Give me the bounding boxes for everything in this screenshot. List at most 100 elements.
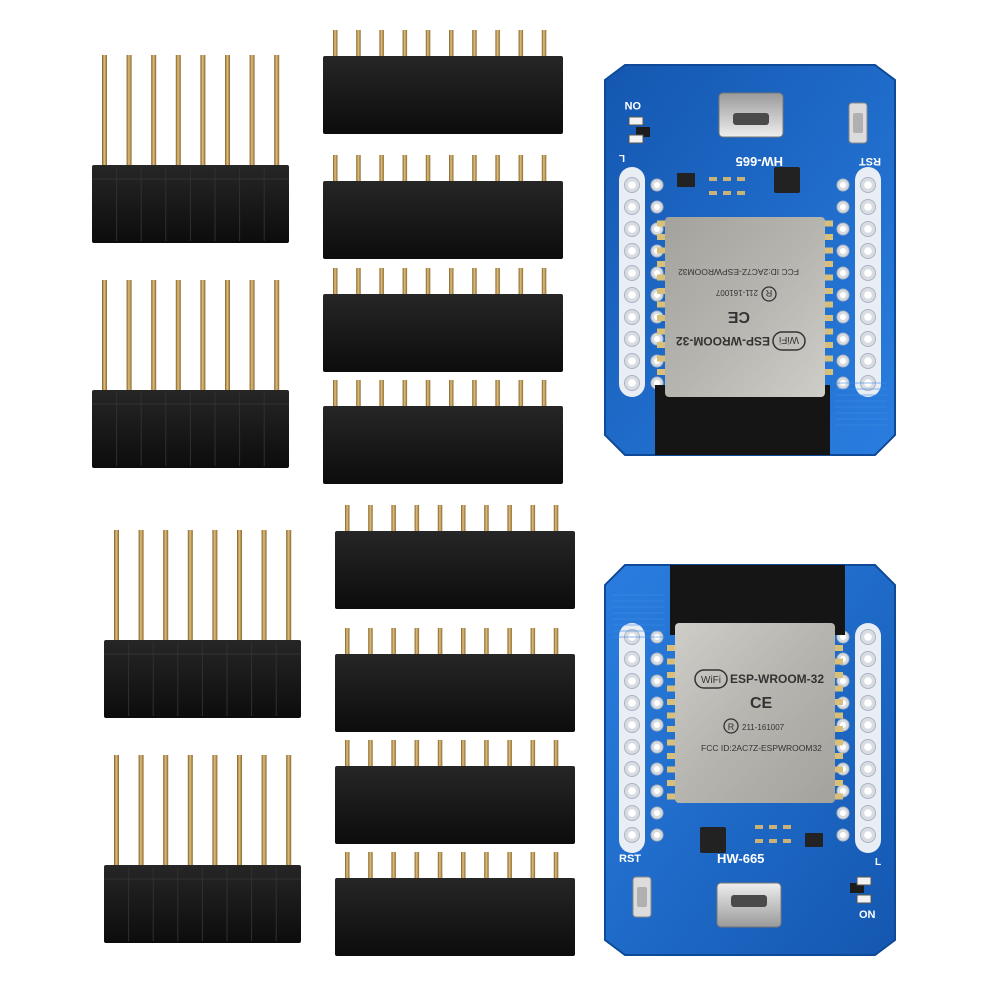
power-led [856,894,872,904]
header-pin [449,155,454,183]
led-label: L [875,857,881,868]
male-header [104,755,301,943]
module-name: ESP-WROOM-32 [676,334,770,348]
header-pin [391,628,396,656]
smd-component [850,883,864,893]
smd-resistor [709,191,717,195]
header-pin [175,55,181,167]
header-pin [274,55,280,167]
header-pin [472,30,477,58]
usb-uart-chip [700,827,726,853]
header-pin [286,530,292,642]
header-pin [437,628,443,656]
smd-resistor [737,191,745,195]
header-pin [553,740,559,768]
header-pin [414,852,420,880]
header-pin [541,380,547,408]
module-pads [667,645,843,800]
male-header [104,530,301,718]
svg-text:WiFi: WiFi [779,334,799,345]
status-led [856,876,872,886]
header-pin [102,280,107,392]
smd-resistor [755,825,763,829]
header-pin [472,268,477,296]
header-pin [356,268,361,296]
header-pin [518,155,524,183]
header-pin [379,268,384,296]
header-pin [402,155,408,183]
r-cert-mark-icon: R [723,718,739,734]
reset-label: RST [619,853,641,865]
header-pin [449,30,454,58]
header-pin [507,852,512,880]
cert-code: 211-161007 [715,288,758,297]
header-pin [333,155,338,183]
regulator-chip [677,173,695,187]
header-pin [187,530,193,642]
reset-label: RST [859,155,881,167]
module-pads [657,220,833,375]
r-cert-mark-icon: R [761,286,777,302]
header-pin [345,505,350,533]
header-pin [484,740,489,768]
female-header [323,268,563,372]
header-pin [114,755,119,867]
female-header [323,380,563,484]
header-pin [225,280,230,392]
header-pin [425,380,431,408]
header-pin [507,628,512,656]
header-pin [138,530,144,642]
header-pin [518,380,524,408]
header-pin [425,268,431,296]
header-pin [461,505,466,533]
header-pin [495,155,500,183]
header-pin [212,530,218,642]
cert-code: 211-161007 [742,723,785,732]
header-pin [449,268,454,296]
header-pin [437,505,443,533]
header-pin [356,30,361,58]
model-label: HW-665 [717,851,764,866]
header-pin [368,740,373,768]
fcc-id: FCC ID:2AC7Z-ESPWROOM32 [701,743,822,753]
header-pin [126,280,132,392]
smd-resistor [723,191,731,195]
header-pin [553,628,559,656]
header-pin [200,55,206,167]
male-header [92,55,289,243]
header-pin [286,755,292,867]
header-pin [187,755,193,867]
header-pin [507,740,512,768]
smd-resistor [783,825,791,829]
esp-wroom-32-module: WiFi ESP-WROOM-32 CE R 211-161007 FCC ID… [670,565,845,803]
header-pin [249,55,255,167]
header-pin [151,55,157,167]
wifi-logo-icon: WiFi [694,669,728,689]
header-pin [151,280,157,392]
module-name: ESP-WROOM-32 [730,672,824,686]
header-pin [356,155,361,183]
header-pin [391,740,396,768]
male-header [92,280,289,468]
female-header [335,628,575,732]
female-header [323,155,563,259]
header-pin [368,628,373,656]
header-pin [530,628,536,656]
header-pin [237,530,242,642]
header-pin [333,380,338,408]
usb-uart-chip [774,167,800,193]
power-led-label: ON [624,99,641,111]
smd-resistor [709,177,717,181]
header-pin [530,852,536,880]
header-pin [495,380,500,408]
header-pin [402,30,408,58]
header-pin [472,155,477,183]
header-pin [163,755,169,867]
rf-shield [665,217,825,397]
header-pin [114,530,119,642]
smd-resistor [769,825,777,829]
svg-text:R: R [728,722,735,732]
model-label: HW-665 [736,154,783,169]
header-pin [437,852,443,880]
